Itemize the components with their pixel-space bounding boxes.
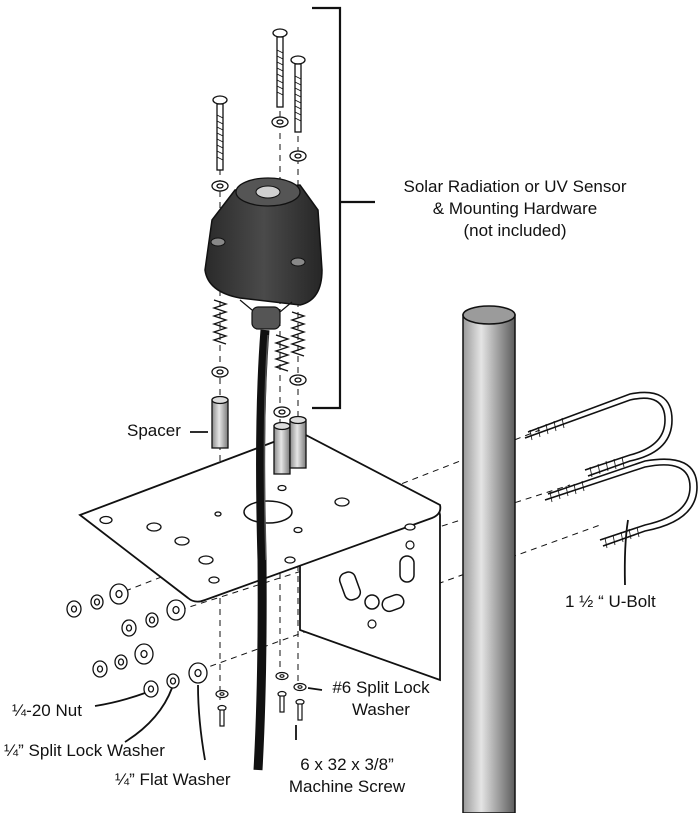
u-bolt-label: 1 ½ “ U-Bolt xyxy=(565,592,656,611)
six-split-lock-label: #6 Split Lock Washer xyxy=(326,677,436,721)
top-machine-screws xyxy=(212,28,306,171)
six-split-lock-line1: #6 Split Lock xyxy=(332,678,430,697)
sensor-body xyxy=(204,177,323,330)
sensor-label: Solar Radiation or UV Sensor & Mounting … xyxy=(385,176,645,242)
sensor-label-line1: Solar Radiation or UV Sensor xyxy=(403,177,627,196)
spring-washers xyxy=(211,366,307,418)
split-lock-washer-label: ¼” Split Lock Washer xyxy=(4,741,165,760)
leveling-springs xyxy=(211,299,307,372)
screw-threads xyxy=(216,49,302,161)
top-washers xyxy=(211,116,307,192)
sensor-cable xyxy=(253,329,270,771)
bottom-machine-screws xyxy=(215,671,307,727)
nuts-and-washers xyxy=(66,583,208,698)
u-bolt-threads xyxy=(529,417,640,549)
mounting-pipe xyxy=(462,305,516,813)
spacer-label: Spacer xyxy=(127,421,181,440)
flat-washer-label: ¼” Flat Washer xyxy=(115,770,231,789)
machine-screw-label: 6 x 32 x 3/8” Machine Screw xyxy=(272,754,422,798)
spacers xyxy=(211,395,307,475)
machine-screw-line2: Machine Screw xyxy=(288,777,406,796)
machine-screw-line1: 6 x 32 x 3/8” xyxy=(300,755,394,774)
u-bolts xyxy=(524,391,698,547)
sensor-hardware-bracket xyxy=(312,6,375,410)
six-split-lock-line2: Washer xyxy=(352,700,410,719)
leader-lines xyxy=(94,431,629,761)
sensor-label-line2: & Mounting Hardware xyxy=(432,199,598,218)
nut-label: ¼-20 Nut xyxy=(12,701,82,720)
sensor-label-line3: (not included) xyxy=(463,221,567,240)
